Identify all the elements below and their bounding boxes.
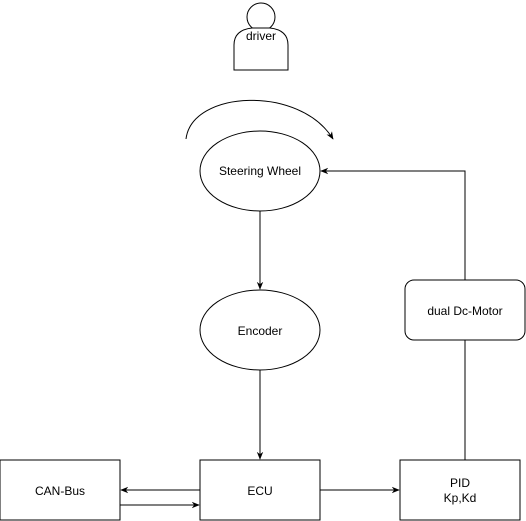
encoder-node[interactable]: Encoder (199, 289, 321, 371)
ecu-shape (199, 459, 321, 521)
driver-label: driver (246, 29, 276, 43)
steering-wheel-node[interactable]: Steering Wheel (199, 130, 321, 212)
can-bus-label: CAN-Bus (35, 484, 85, 498)
ecu-label: ECU (247, 484, 272, 498)
driver-node[interactable]: driver (233, 2, 289, 71)
ecu-node[interactable]: ECU (199, 459, 321, 521)
pid-shape (399, 459, 521, 521)
motor-to-steering-arrow (320, 167, 466, 280)
pid-gains-label: Kp,Kd (444, 491, 477, 505)
can-bus-node[interactable]: CAN-Bus (0, 459, 121, 521)
pid-node[interactable]: PID Kp,Kd (399, 459, 521, 521)
driver-body-icon (233, 27, 289, 71)
pid-label: PID (450, 476, 470, 490)
encoder-label: Encoder (238, 324, 283, 338)
steering-wheel-label: Steering Wheel (219, 164, 301, 178)
driver-head-icon (246, 2, 276, 32)
motor-label: dual Dc-Motor (427, 304, 502, 318)
can-bus-shape (0, 459, 121, 521)
motor-node[interactable]: dual Dc-Motor (404, 279, 526, 341)
rotation-arrow (185, 99, 334, 140)
